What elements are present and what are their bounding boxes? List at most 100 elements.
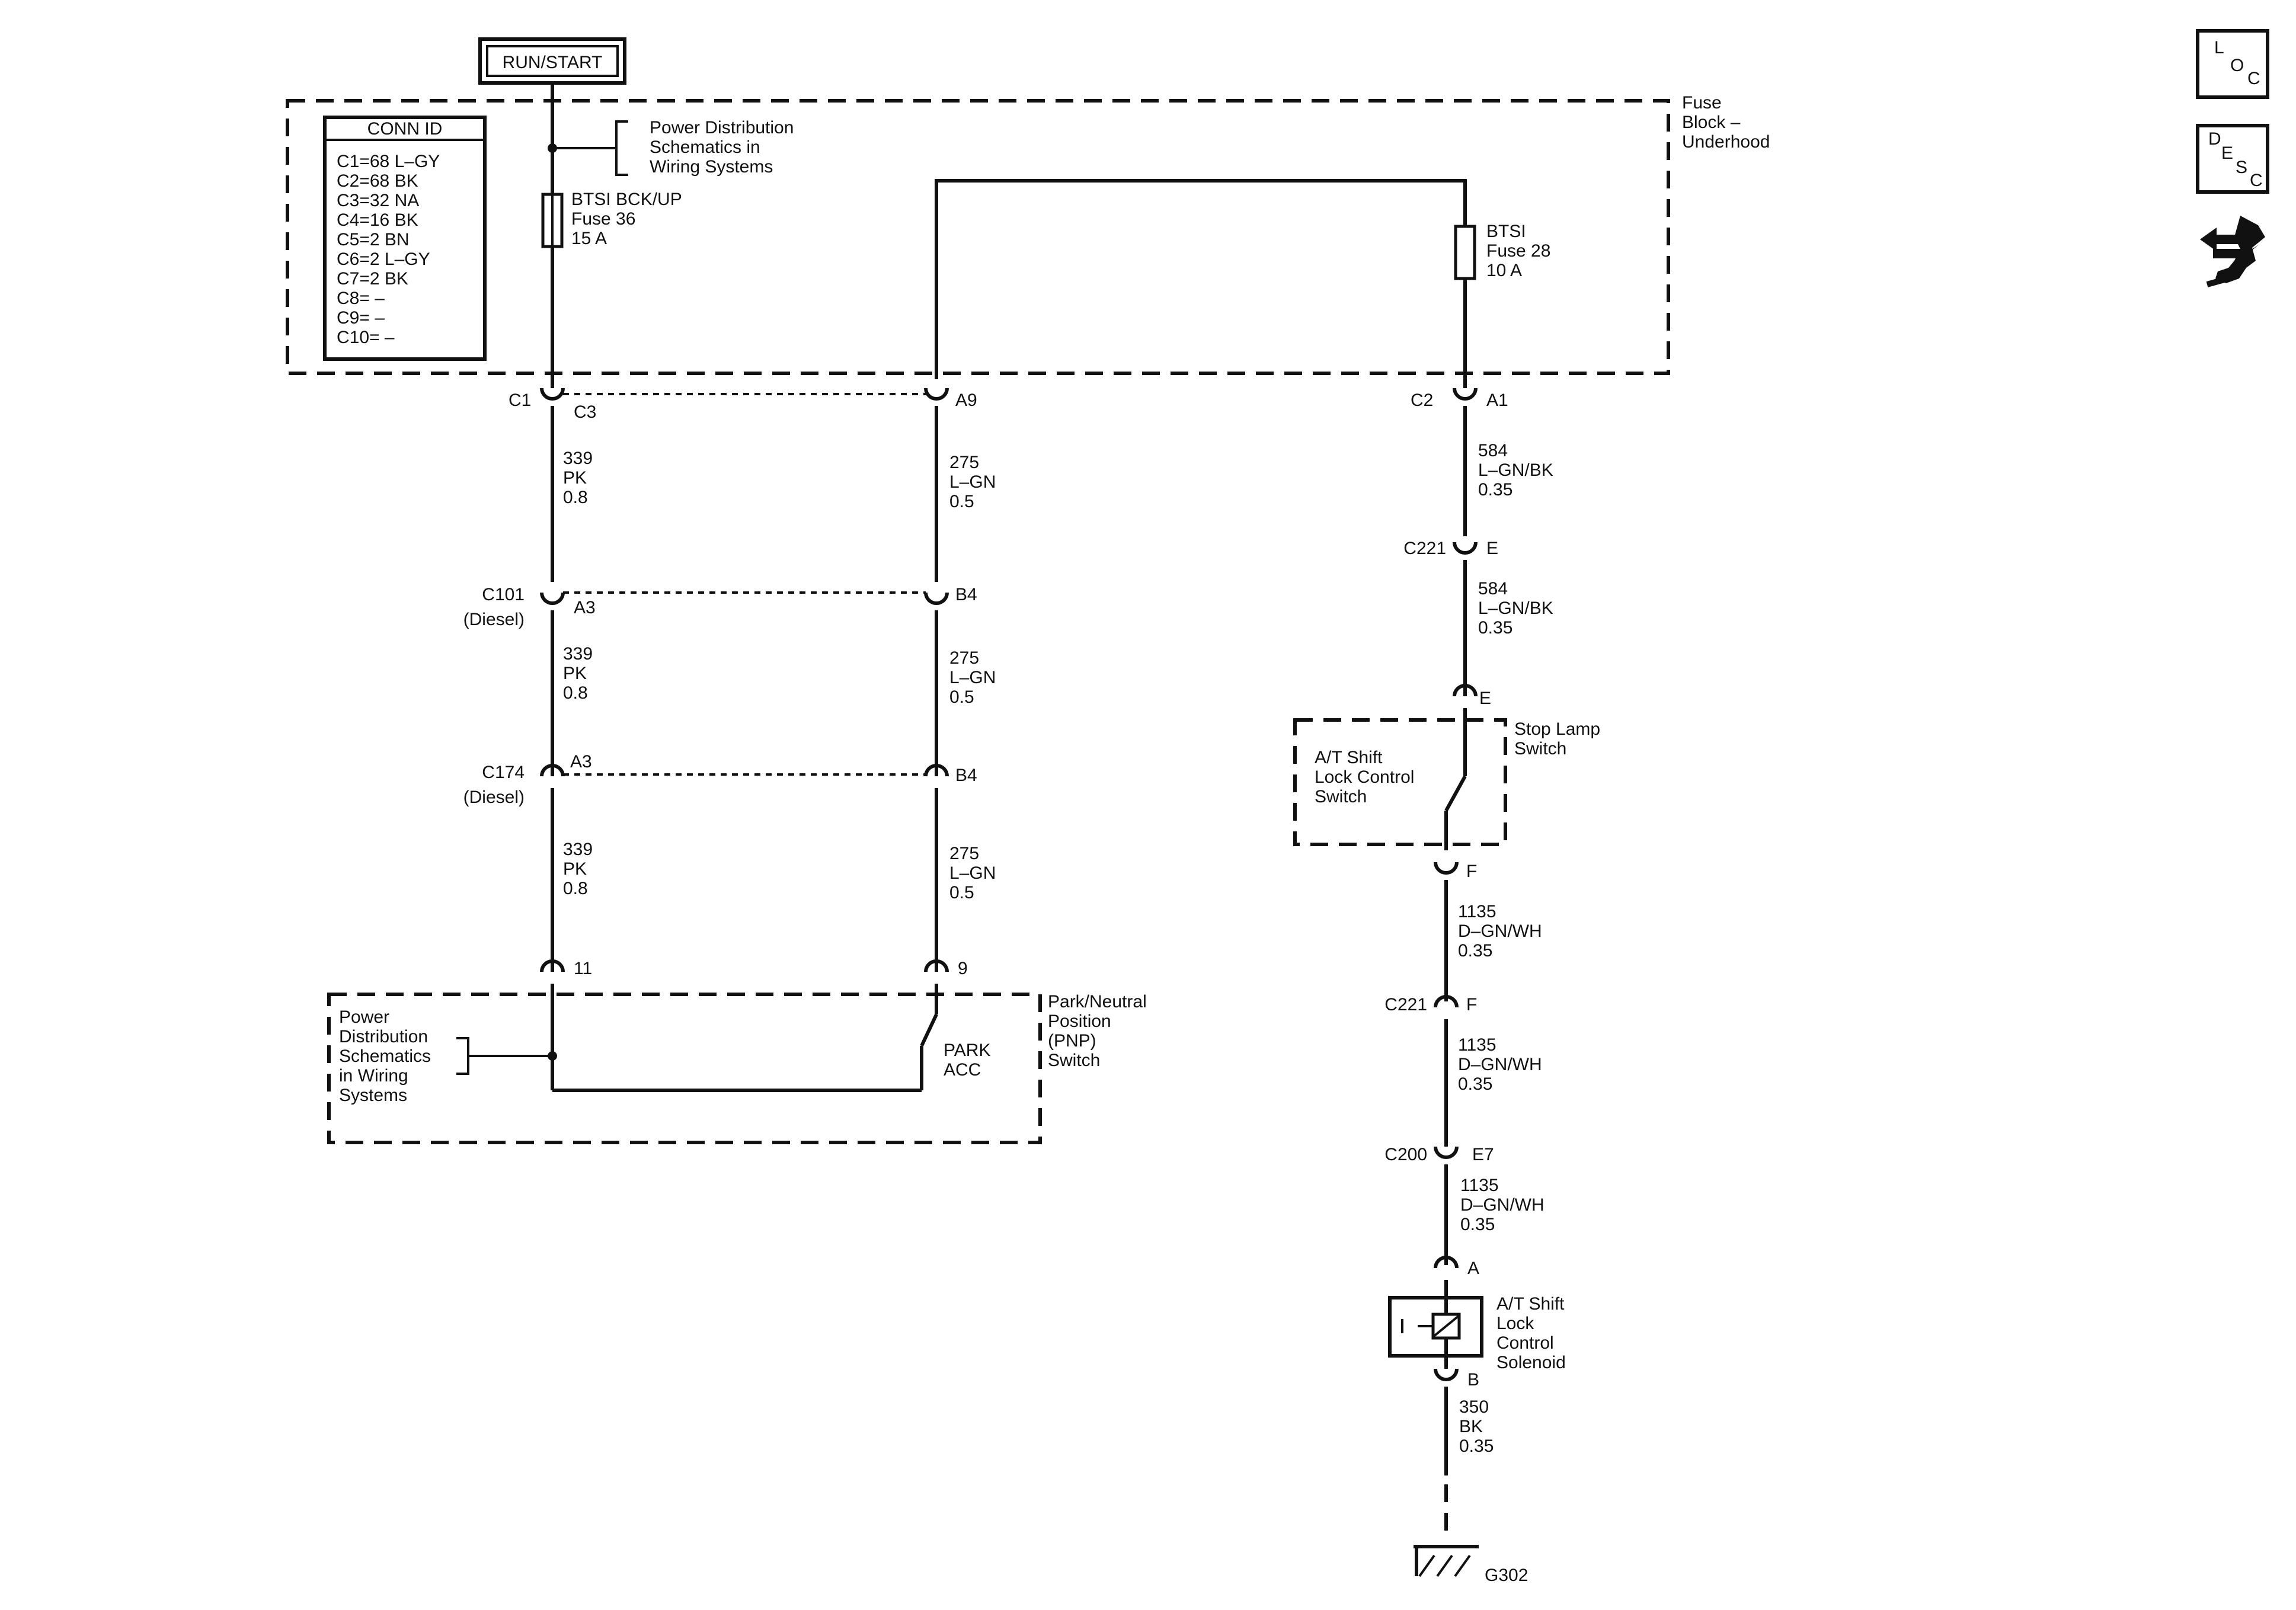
- svg-text:350: 350: [1459, 1397, 1489, 1417]
- svg-text:C4=16 BK: C4=16 BK: [337, 210, 418, 230]
- svg-text:C2=68 BK: C2=68 BK: [337, 171, 418, 191]
- connector-e: [1453, 684, 1478, 697]
- svg-text:C6=2 L–GY: C6=2 L–GY: [337, 249, 430, 269]
- svg-text:0.5: 0.5: [949, 492, 974, 511]
- svg-text:E: E: [1479, 689, 1491, 708]
- connector-c174-a3: [540, 764, 565, 777]
- svg-text:Block –: Block –: [1682, 113, 1741, 132]
- svg-text:0.8: 0.8: [563, 879, 588, 898]
- svg-text:9: 9: [958, 959, 968, 978]
- svg-text:Switch: Switch: [1315, 787, 1367, 806]
- svg-text:L–GN: L–GN: [949, 472, 996, 492]
- svg-text:C7=2 BK: C7=2 BK: [337, 269, 408, 289]
- svg-text:Switch: Switch: [1048, 1051, 1100, 1070]
- svg-text:1135: 1135: [1460, 1176, 1499, 1195]
- svg-text:C10= –: C10= –: [337, 328, 395, 347]
- power-distribution-ref-top: Power Distribution Schematics in Wiring …: [615, 118, 794, 177]
- shift-lock-solenoid: [1388, 1296, 1483, 1358]
- connector-c221-e: [1453, 542, 1478, 555]
- connector-a9: [924, 388, 949, 401]
- svg-text:PK: PK: [563, 664, 587, 683]
- svg-text:B: B: [1467, 1370, 1479, 1390]
- connector-c174-b4: [924, 764, 949, 777]
- svg-text:Power Distribution: Power Distribution: [650, 118, 794, 137]
- svg-text:ACC: ACC: [944, 1060, 981, 1080]
- connector-c101-b4: [924, 592, 949, 605]
- connector-pin-11: [540, 959, 565, 972]
- svg-text:Underhood: Underhood: [1682, 132, 1770, 152]
- svg-text:L: L: [2214, 38, 2224, 57]
- svg-text:C5=2 BN: C5=2 BN: [337, 230, 410, 249]
- run-start-label: RUN/START: [503, 53, 603, 72]
- fuse-36-label: BTSI BCK/UP Fuse 36 15 A: [571, 190, 682, 248]
- fuse-block-label: Fuse Block – Underhood: [1682, 93, 1770, 152]
- fuse-block-outline: [286, 99, 1670, 375]
- svg-text:Solenoid: Solenoid: [1496, 1353, 1566, 1372]
- svg-text:15 A: 15 A: [571, 229, 607, 248]
- park-acc-label: PARK ACC: [944, 1041, 990, 1080]
- svg-text:Switch: Switch: [1514, 739, 1566, 758]
- svg-text:G302: G302: [1485, 1566, 1528, 1585]
- svg-text:C3=32 NA: C3=32 NA: [337, 191, 419, 210]
- circuit-1135: [1434, 862, 1459, 1298]
- svg-text:Power: Power: [339, 1007, 389, 1027]
- svg-text:A: A: [1467, 1259, 1479, 1278]
- fuse-28-symbol: [1454, 225, 1476, 280]
- shift-lock-control-switch-label: A/T Shift Lock Control Switch: [1315, 748, 1414, 806]
- power-distribution-ref-bottom: Power Distribution Schematics in Wiring …: [339, 1007, 431, 1105]
- svg-text:BTSI: BTSI: [1486, 222, 1526, 241]
- svg-text:A3: A3: [570, 752, 592, 772]
- svg-text:0.5: 0.5: [949, 883, 974, 902]
- svg-text:BTSI BCK/UP: BTSI BCK/UP: [571, 190, 682, 209]
- svg-text:10 A: 10 A: [1486, 261, 1522, 280]
- svg-text:E: E: [1486, 539, 1498, 558]
- svg-text:Control: Control: [1496, 1333, 1554, 1353]
- circuit-339: [540, 83, 616, 1090]
- svg-text:L–GN: L–GN: [949, 863, 996, 883]
- svg-text:in Wiring: in Wiring: [339, 1066, 408, 1086]
- svg-text:C1=68 L–GY: C1=68 L–GY: [337, 152, 440, 171]
- svg-text:Wiring Systems: Wiring Systems: [650, 157, 773, 177]
- svg-text:C3: C3: [574, 402, 596, 422]
- svg-text:O: O: [2230, 56, 2244, 75]
- svg-text:D–GN/WH: D–GN/WH: [1458, 1055, 1542, 1074]
- svg-text:L–GN/BK: L–GN/BK: [1478, 598, 1553, 618]
- svg-text:D–GN/WH: D–GN/WH: [1460, 1195, 1544, 1215]
- pin-labels: C1 C3 A9 C2 A1 C101 (Diesel) A3 B4 C174 …: [463, 391, 1528, 1585]
- svg-text:B4: B4: [955, 585, 977, 604]
- svg-text:Fuse 28: Fuse 28: [1486, 241, 1550, 261]
- svg-text:L–GN/BK: L–GN/BK: [1478, 460, 1553, 480]
- stop-lamp-switch-outline: [1293, 718, 1507, 846]
- desc-icon[interactable]: D E S C: [2196, 124, 2269, 194]
- svg-text:Systems: Systems: [339, 1086, 407, 1105]
- circuit-275: [924, 179, 1467, 996]
- svg-text:A/T Shift: A/T Shift: [1496, 1294, 1565, 1314]
- connector-c200-e7: [1434, 1146, 1459, 1159]
- svg-text:1135: 1135: [1458, 902, 1496, 921]
- svg-text:339: 339: [563, 644, 593, 664]
- svg-text:S: S: [2236, 158, 2247, 177]
- svg-text:C: C: [2247, 69, 2260, 88]
- svg-text:D–GN/WH: D–GN/WH: [1458, 921, 1542, 941]
- svg-text:Position: Position: [1048, 1012, 1111, 1031]
- svg-text:0.5: 0.5: [949, 687, 974, 707]
- svg-text:(Diesel): (Diesel): [463, 610, 525, 629]
- svg-text:C221: C221: [1384, 995, 1427, 1014]
- wrench-arrows-icon[interactable]: [2200, 216, 2265, 287]
- svg-text:A/T Shift: A/T Shift: [1315, 748, 1383, 767]
- connector-c221-f: [1434, 995, 1459, 1008]
- svg-text:C101: C101: [482, 585, 525, 604]
- loc-icon[interactable]: L O C: [2196, 29, 2269, 99]
- svg-text:BK: BK: [1459, 1417, 1483, 1436]
- svg-text:0.35: 0.35: [1458, 941, 1492, 961]
- connector-c1-c3: [540, 388, 565, 401]
- svg-text:Distribution: Distribution: [339, 1027, 428, 1046]
- connector-f: [1434, 862, 1459, 875]
- svg-text:PK: PK: [563, 468, 587, 488]
- svg-text:D: D: [2208, 129, 2221, 149]
- svg-text:275: 275: [949, 648, 979, 668]
- svg-text:C200: C200: [1384, 1145, 1427, 1164]
- svg-text:PK: PK: [563, 859, 587, 879]
- svg-text:Schematics: Schematics: [339, 1046, 431, 1066]
